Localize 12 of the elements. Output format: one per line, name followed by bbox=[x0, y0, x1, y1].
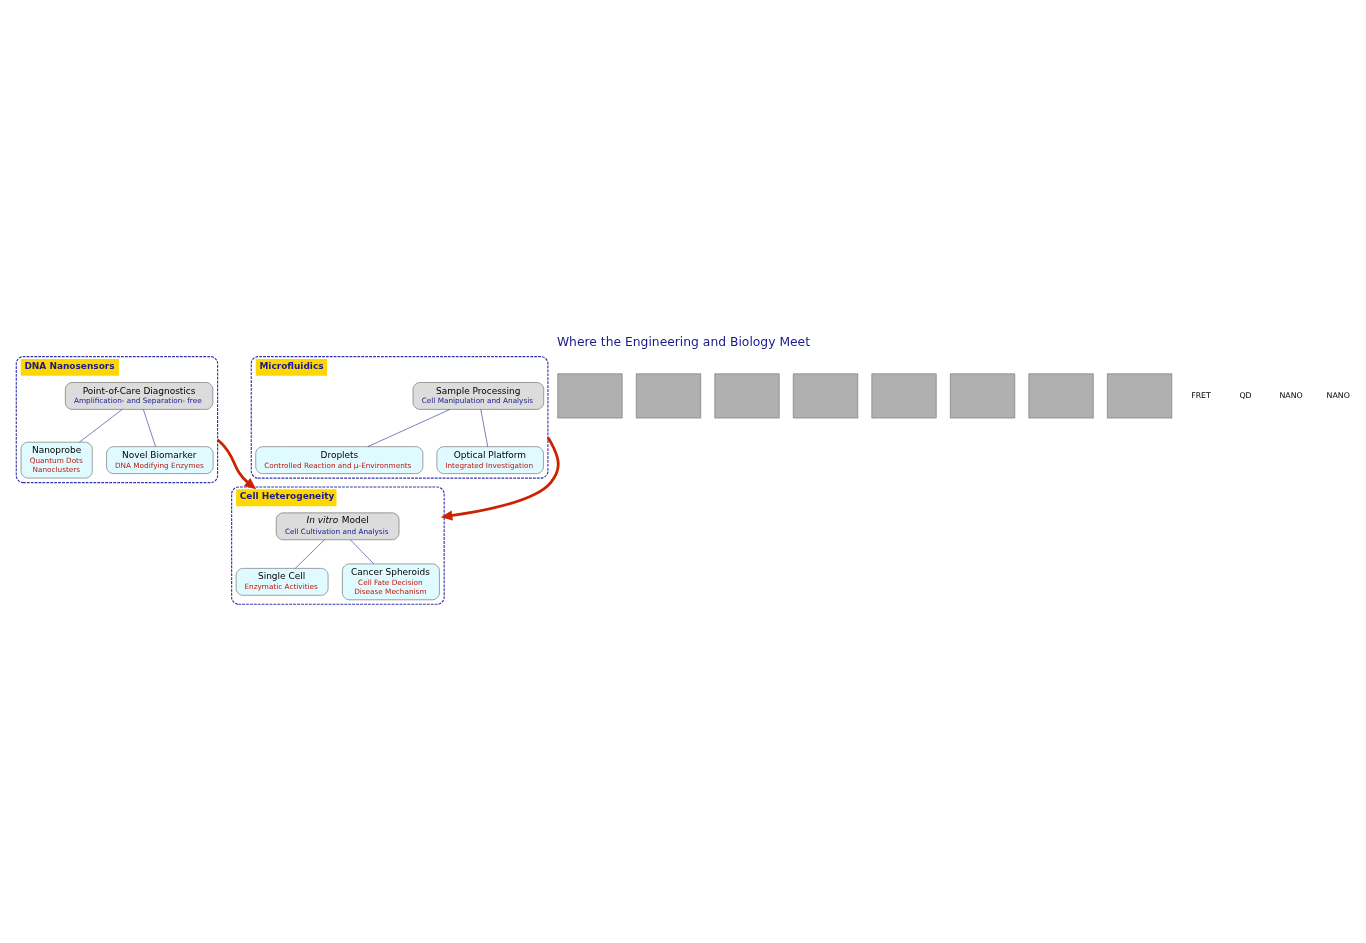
arrow bbox=[440, 436, 560, 521]
node-box bbox=[635, 373, 701, 419]
connector bbox=[366, 409, 450, 447]
diagram-title: Where the Engineering and Biology Meet bbox=[556, 335, 810, 350]
node-box bbox=[871, 373, 937, 419]
node-box bbox=[949, 373, 1015, 419]
node-box bbox=[792, 373, 858, 419]
node-box bbox=[714, 373, 780, 419]
node-box bbox=[1106, 373, 1172, 419]
node-box bbox=[1028, 373, 1094, 419]
node-box bbox=[556, 373, 622, 419]
arrow bbox=[216, 438, 256, 490]
